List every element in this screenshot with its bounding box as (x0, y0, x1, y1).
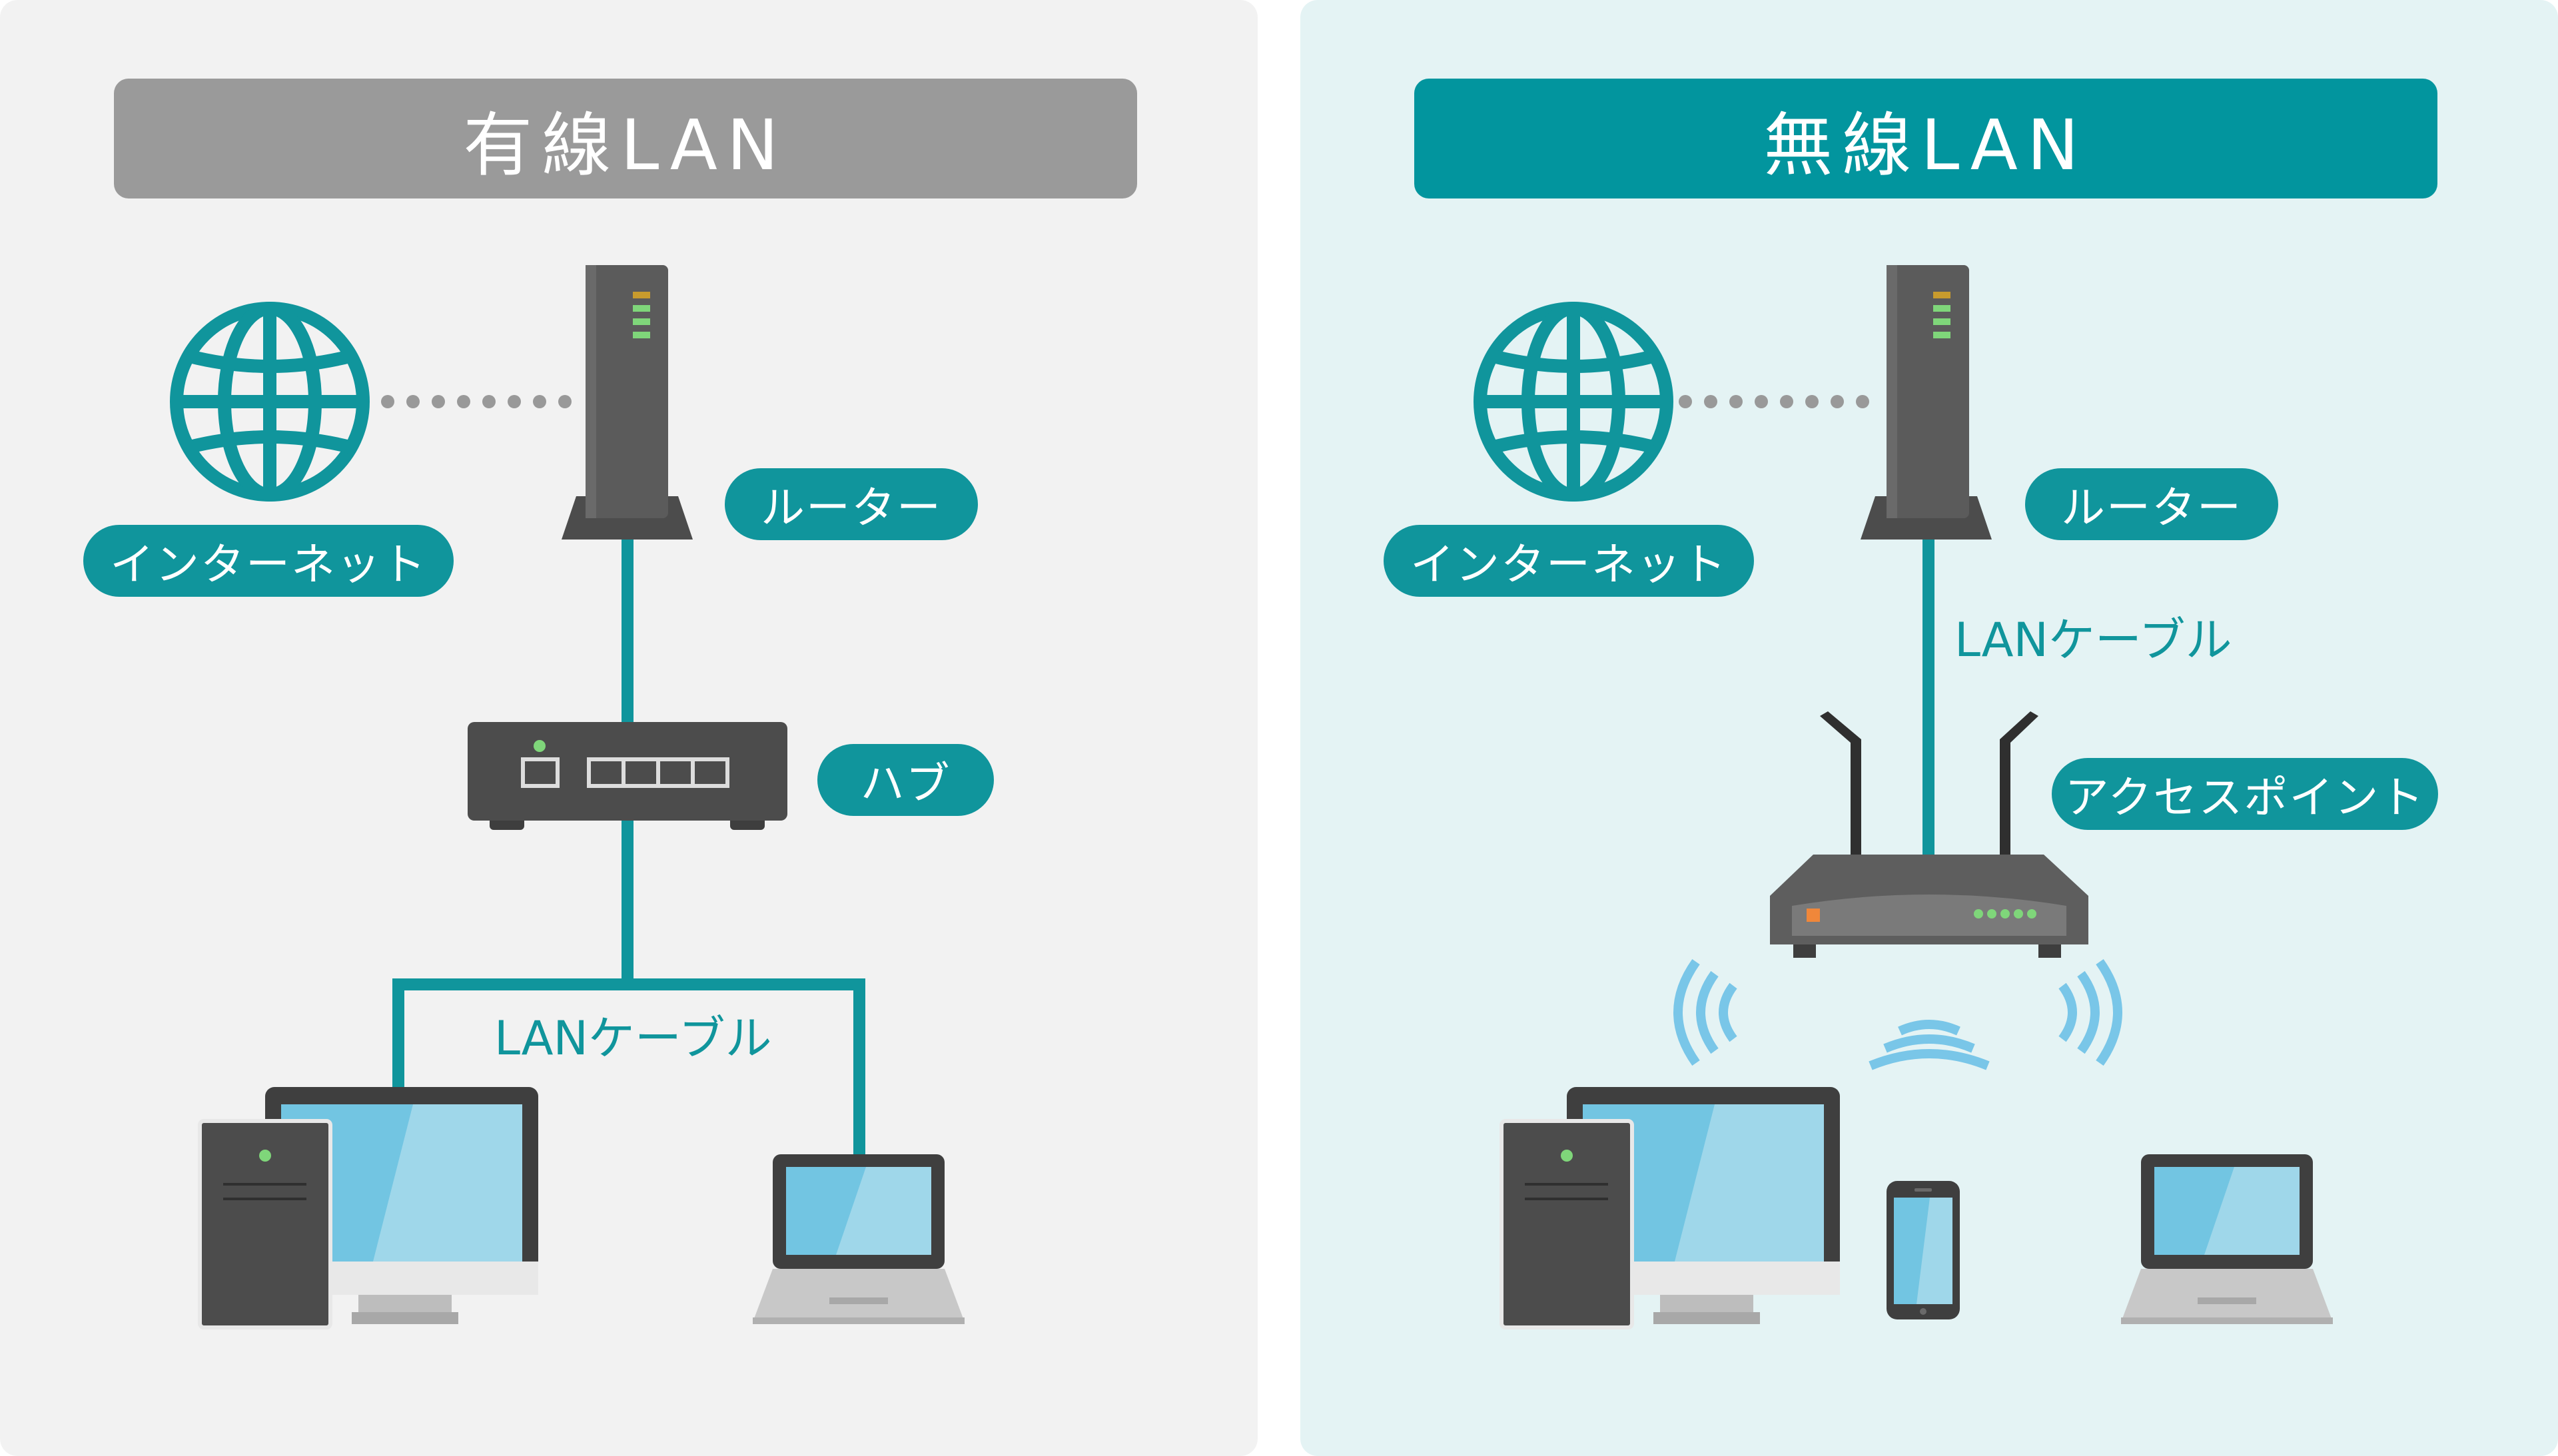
lan-cable-label: LANケーブル (494, 1011, 772, 1066)
router-icon (1861, 265, 1992, 540)
hub-label: ハブ (817, 744, 994, 816)
wireless-lan-title: 無線LAN (1414, 79, 2437, 198)
internet-label: インターネット (83, 525, 454, 597)
access-point-icon (1770, 711, 2088, 958)
hub-icon (468, 722, 787, 830)
wired-lan-panel: 有線LAN インターネット ルーター ハブ LANケーブル (0, 0, 1258, 1456)
smartphone-icon (1887, 1181, 1960, 1319)
wired-lan-diagram (170, 265, 965, 1329)
wired-lan-title: 有線LAN (114, 79, 1137, 198)
laptop-icon (2121, 1154, 2333, 1324)
access-point-label: アクセスポイント (2052, 758, 2438, 830)
router-label: ルーター (725, 468, 978, 540)
lan-cable-lines (392, 533, 865, 1159)
wifi-wave-icon (1673, 958, 2122, 1070)
laptop-icon (753, 1154, 965, 1324)
wireless-lan-diagram (1474, 265, 2333, 1329)
globe-icon (1474, 302, 1673, 502)
internet-label: インターネット (1384, 525, 1754, 597)
lan-cable-label: LANケーブル (1954, 613, 2232, 667)
desktop-pc-icon (198, 1087, 538, 1329)
desktop-pc-icon (1499, 1087, 1840, 1329)
router-icon (562, 265, 693, 540)
dotted-connection (1679, 395, 1869, 408)
wireless-lan-panel: 無線LAN インターネット ルーター LANケーブル アクセスポイント (1300, 0, 2558, 1456)
router-label: ルーター (2025, 468, 2278, 540)
dotted-connection (381, 395, 572, 408)
globe-icon (170, 302, 370, 502)
